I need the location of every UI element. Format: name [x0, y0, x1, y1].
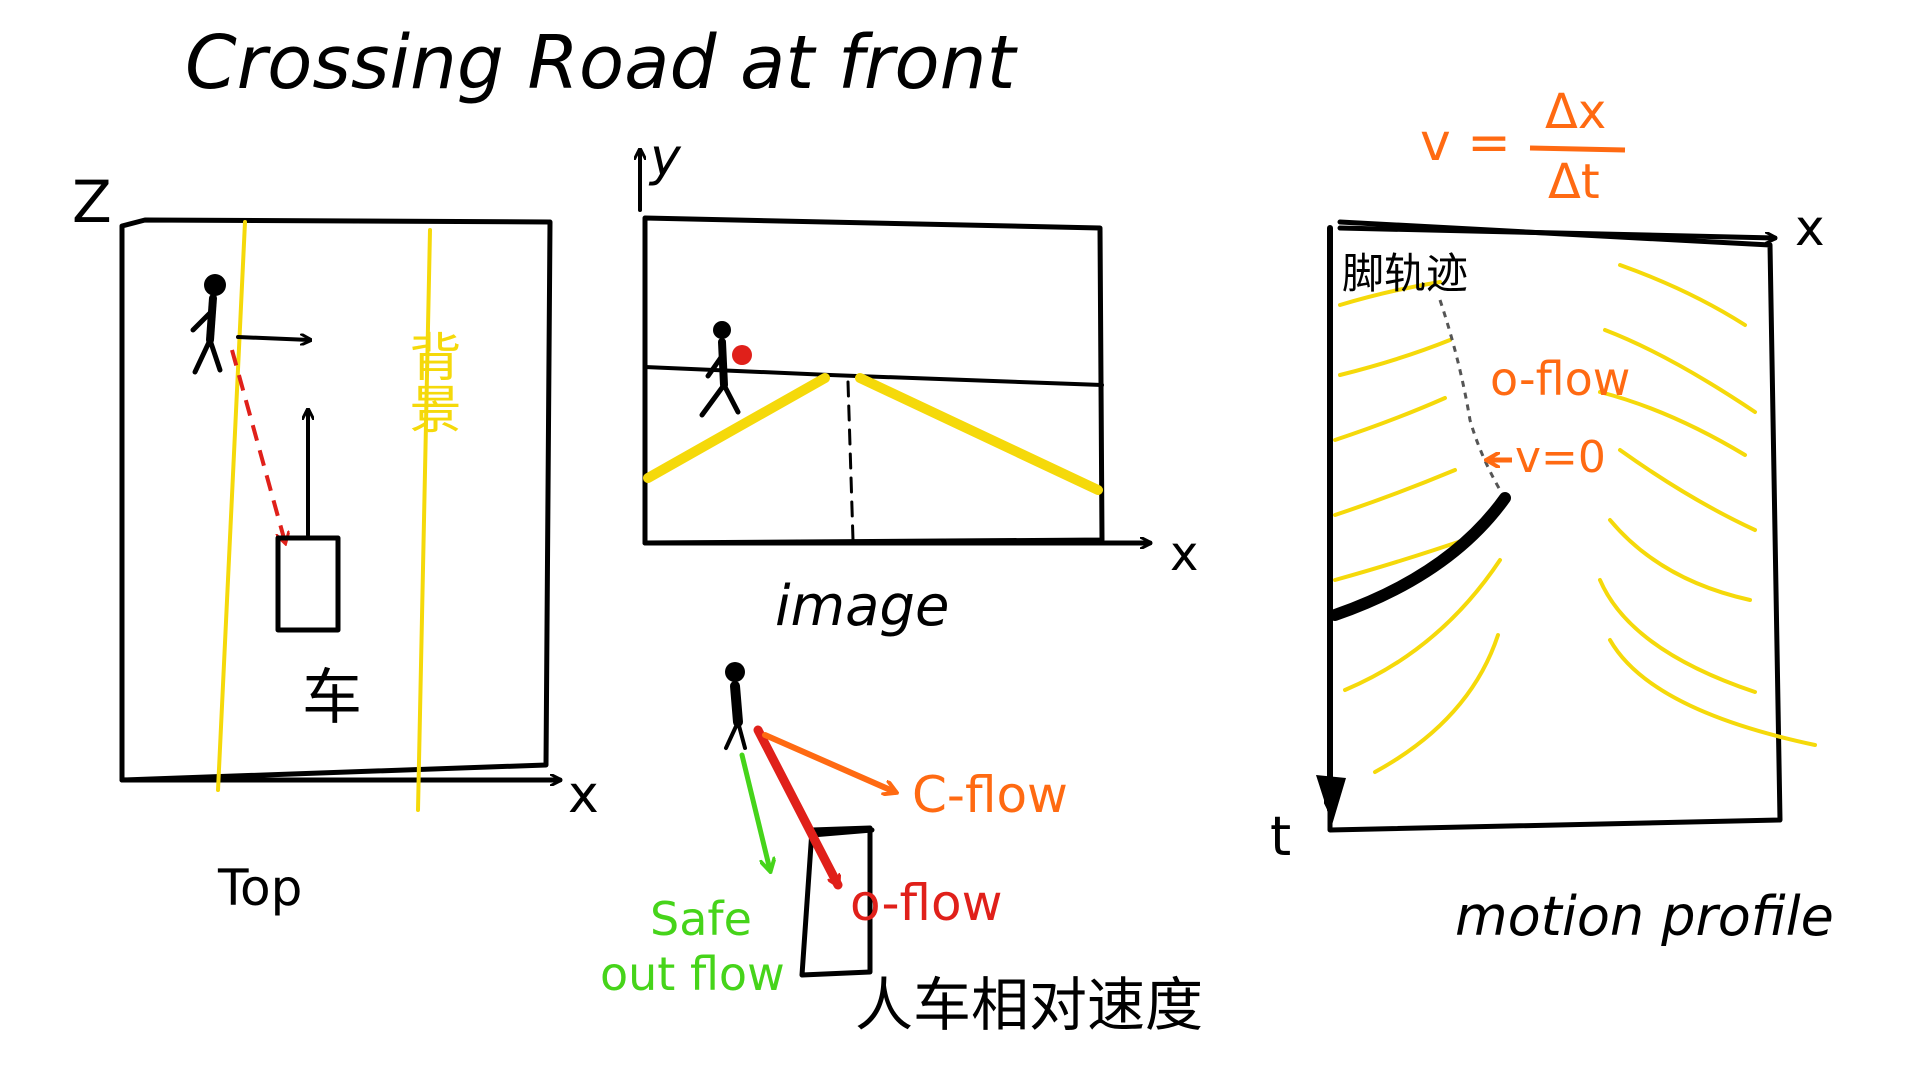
top-car-box [275, 535, 341, 633]
image-road-edge-right [855, 373, 1103, 495]
motion-axis-x-label: x [1795, 199, 1825, 257]
flow-relative-speed-label: 人车相对速度 [855, 971, 1203, 1039]
image-view-frame [642, 215, 1105, 546]
top-view-panel: Z x 背景 车 Top [72, 168, 599, 917]
motion-v-zero-label: v=0 [1515, 432, 1606, 483]
top-pedestrian-motion-arrow [236, 337, 310, 340]
top-background-line-left [216, 220, 247, 792]
motion-profile-panel: v = Δx Δt x t [1270, 84, 1834, 948]
image-axis-y-label: y [648, 128, 682, 188]
image-road-edge-left [643, 373, 830, 483]
motion-x-axis-arrow [1337, 225, 1778, 238]
motion-axis-t-label: t [1270, 805, 1291, 868]
flow-pedestrian-icon [724, 662, 747, 750]
top-axis-z-label: Z [72, 168, 112, 236]
page-title: Crossing Road at front [185, 20, 1018, 106]
top-axis-x-label: x [568, 765, 599, 825]
background-trajectories-left [1333, 280, 1502, 774]
flow-outflow-label: out flow [600, 947, 785, 1001]
image-caption: image [775, 574, 949, 639]
background-trajectories-right [1598, 263, 1817, 747]
motion-o-flow-label: o-flow [1490, 352, 1630, 406]
motion-frame [1327, 219, 1783, 833]
motion-t-axis-head [1316, 775, 1346, 825]
flow-safe-label: Safe [650, 892, 752, 946]
flow-green-arrow [739, 752, 770, 870]
formula-numerator: Δx [1545, 84, 1606, 140]
formula-fraction-bar [1529, 145, 1626, 153]
formula-v: v = [1420, 113, 1511, 173]
car-trajectory-line [1329, 492, 1511, 621]
flow-c-flow-label: C-flow [912, 766, 1068, 824]
top-caption: Top [217, 859, 302, 917]
foot-trajectory-label: 脚轨迹 [1342, 249, 1468, 298]
flow-orange-arrow [762, 732, 895, 792]
image-pedestrian-icon [699, 321, 752, 418]
image-road-center-line [846, 380, 855, 542]
flow-car-roof [809, 827, 875, 838]
image-axis-x-label: x [1170, 526, 1198, 582]
flow-diagram: C-flow o-flow Safe out flow 人车相对速度 [600, 662, 1203, 1039]
top-view-frame [119, 217, 553, 783]
top-collision-path-arrow [230, 349, 285, 542]
formula-denominator: Δt [1548, 154, 1600, 210]
flow-car-box [799, 825, 873, 978]
motion-caption: motion profile [1455, 885, 1834, 948]
top-pedestrian-icon [190, 274, 226, 375]
image-view-panel: y x image [640, 128, 1198, 639]
flow-o-flow-label: o-flow [850, 874, 1003, 932]
image-horizon-line [643, 365, 1104, 387]
top-car-label: 车 [302, 663, 362, 733]
top-background-line-right [416, 228, 432, 812]
flow-red-arrow [753, 725, 843, 890]
top-background-label: 背景 [400, 330, 460, 434]
